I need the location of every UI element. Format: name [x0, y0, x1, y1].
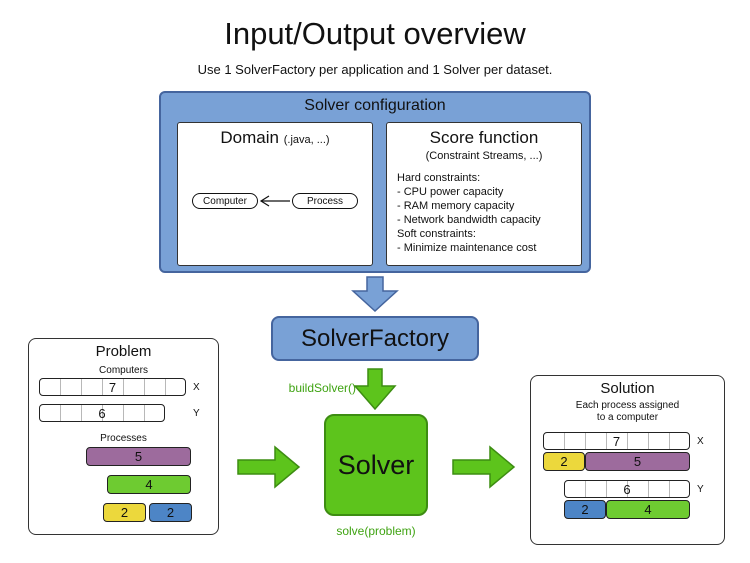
assigned-bar-5-purple: 5: [585, 452, 690, 471]
computer-class-node: Computer: [192, 193, 258, 209]
problem-panel: Problem Computers 7 X 6 Y Processes 5 4 …: [28, 338, 219, 535]
assigned-bar-4-green: 4: [606, 500, 690, 519]
solution-subtitle-line1: Each process assigned: [575, 400, 680, 411]
assigned-bar-2-blue: 2: [564, 500, 606, 519]
computer-capacity-bar-y: 6: [39, 404, 165, 422]
config-to-factory-arrow-icon: [351, 276, 399, 312]
process-bar-5: 5: [86, 447, 191, 466]
solution-computer-bar-x: 7: [543, 432, 690, 450]
process-bar-4: 4: [107, 475, 191, 494]
processes-label: Processes: [100, 433, 147, 444]
domain-class-diagram: Computer Process: [178, 193, 372, 209]
constraint-line: - CPU power capacity: [397, 186, 504, 198]
domain-title-text: Domain: [220, 128, 279, 147]
process-bar-2-yellow: 2: [103, 503, 146, 522]
solution-title: Solution: [600, 380, 655, 397]
solution-panel: Solution Each process assigned to a comp…: [530, 375, 725, 545]
solution-computer-bar-y: 6: [564, 480, 690, 498]
computer-capacity-bar-x: 7: [39, 378, 186, 396]
domain-title: Domain (.java, ...): [178, 128, 372, 148]
process-class-node: Process: [292, 193, 358, 209]
assigned-bar-2-yellow: 2: [543, 452, 585, 471]
solver-to-solution-arrow-icon: [452, 445, 516, 489]
axis-label-x: X: [193, 382, 200, 393]
solver-factory-box: SolverFactory: [271, 316, 479, 361]
constraint-line: - Minimize maintenance cost: [397, 242, 537, 254]
process-bar-2-blue: 2: [149, 503, 192, 522]
factory-to-solver-arrow-icon: [353, 368, 397, 410]
computers-label: Computers: [99, 365, 148, 376]
association-arrow-icon: [259, 195, 290, 207]
constraint-line: Hard constraints:: [397, 172, 481, 184]
constraint-line: Soft constraints:: [397, 228, 476, 240]
domain-title-suffix: (.java, ...): [283, 134, 330, 146]
constraint-line: - RAM memory capacity: [397, 200, 515, 212]
page-subtitle: Use 1 SolverFactory per application and …: [197, 62, 553, 77]
solver-configuration-title: Solver configuration: [304, 97, 446, 114]
score-function-panel: Score function (Constraint Streams, ...)…: [386, 122, 582, 266]
solver-configuration-panel: Solver configuration Domain (.java, ...)…: [159, 91, 591, 273]
solution-axis-label-y: Y: [697, 484, 704, 495]
score-function-subtitle: (Constraint Streams, ...): [425, 150, 543, 162]
problem-to-solver-arrow-icon: [237, 445, 301, 489]
problem-title: Problem: [95, 343, 152, 360]
constraint-line: - Network bandwidth capacity: [397, 214, 541, 226]
score-function-constraints: Hard constraints: - CPU power capacity -…: [397, 171, 575, 255]
solver-box: Solver: [324, 414, 428, 516]
solve-problem-label: solve(problem): [336, 524, 416, 538]
solution-axis-label-x: X: [697, 436, 704, 447]
solution-subtitle-line2: to a computer: [596, 412, 659, 423]
domain-panel: Domain (.java, ...) Computer Process: [177, 122, 373, 266]
axis-label-y: Y: [193, 408, 200, 419]
build-solver-label: buildSolver(): [288, 381, 356, 395]
page-title: Input/Output overview: [224, 16, 526, 51]
score-function-title: Score function: [429, 128, 539, 147]
